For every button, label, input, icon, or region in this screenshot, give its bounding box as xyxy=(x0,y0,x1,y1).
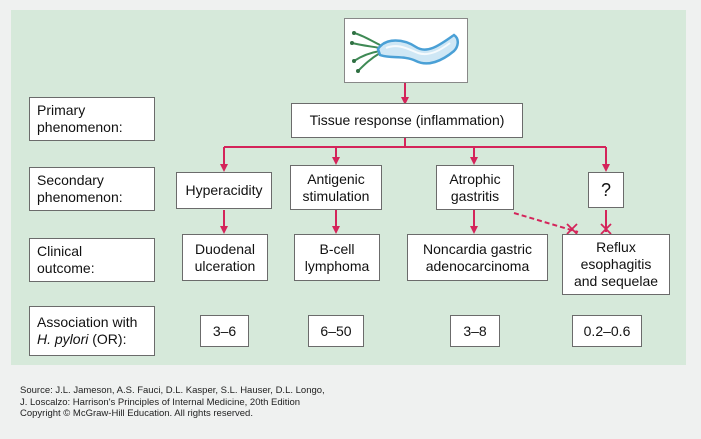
h-pylori-bacterium-icon xyxy=(350,30,459,73)
odds-ratio-lymphoma: 6–50 xyxy=(308,315,364,347)
association-organism: H. pylori xyxy=(37,331,89,347)
bacterium-image-box xyxy=(344,18,468,83)
secondary-antigenic-stimulation-box: Antigenic stimulation xyxy=(290,165,382,210)
row-label-clinical: Clinical outcome: xyxy=(29,238,155,282)
outcome-adenocarcinoma-box: Noncardia gastric adenocarcinoma xyxy=(407,234,548,281)
odds-ratio-reflux: 0.2–0.6 xyxy=(572,315,642,347)
secondary-atrophic-gastritis-box: Atrophic gastritis xyxy=(436,165,514,210)
outcome-reflux-esophagitis-box: Reflux esophagitis and sequelae xyxy=(562,234,670,295)
odds-ratio-adenocarcinoma: 3–8 xyxy=(450,315,500,347)
row-label-primary: Primary phenomenon: xyxy=(29,97,155,141)
row-label-association: Association with H. pylori (OR): xyxy=(29,306,155,356)
association-suffix: (OR): xyxy=(88,331,127,347)
secondary-unknown-box: ? xyxy=(588,172,624,208)
odds-ratio-duodenal: 3–6 xyxy=(200,315,249,347)
row-label-secondary: Secondary phenomenon: xyxy=(29,167,155,211)
primary-tissue-response-box: Tissue response (inflammation) xyxy=(291,103,523,138)
source-credit: Source: J.L. Jameson, A.S. Fauci, D.L. K… xyxy=(20,385,325,419)
outcome-duodenal-ulceration-box: Duodenal ulceration xyxy=(182,234,268,281)
secondary-hyperacidity-box: Hyperacidity xyxy=(176,172,272,209)
outcome-b-cell-lymphoma-box: B-cell lymphoma xyxy=(294,234,380,281)
association-prefix: Association with xyxy=(37,314,138,330)
